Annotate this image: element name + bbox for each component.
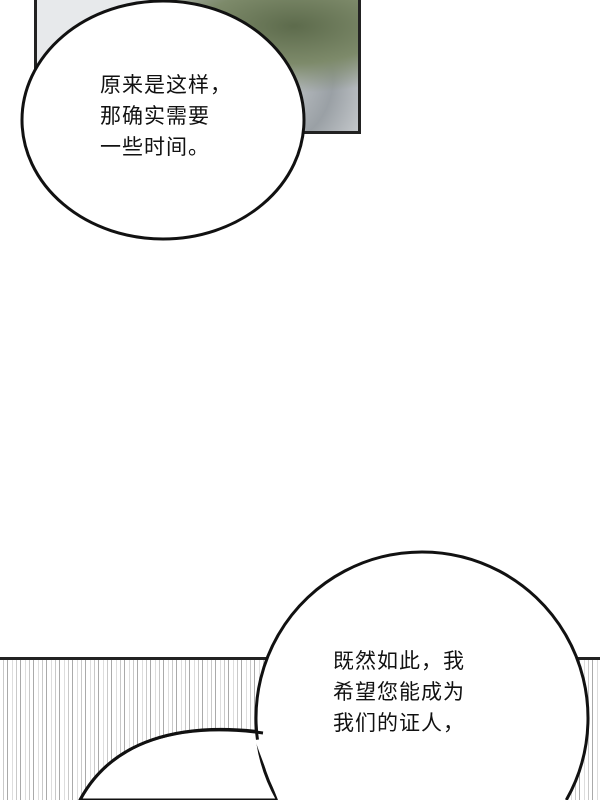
bubble-1-line: 一些时间。 (100, 135, 210, 159)
bubble-2-line: 我们的证人， (333, 711, 465, 735)
bubble-2-text: 既然如此，我 希望您能成为 我们的证人， (333, 646, 465, 739)
bubble-2-line: 希望您能成为 (333, 680, 465, 704)
bubble-1-line: 那确实需要 (100, 104, 210, 128)
speech-bubble-1 (20, 0, 306, 241)
bubble-1-line: 原来是这样， (100, 73, 232, 97)
bubble-1-text: 原来是这样， 那确实需要 一些时间。 (100, 70, 232, 163)
bubble-2-line: 既然如此，我 (333, 649, 465, 673)
